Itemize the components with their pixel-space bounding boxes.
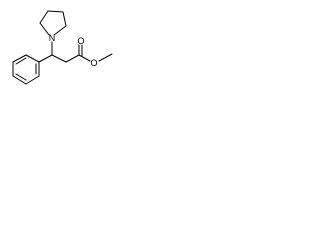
pyrrolidine-ring — [39, 10, 67, 36]
phenyl-bond-4 — [12, 75, 27, 85]
ring-bond-c4-c5 — [62, 11, 67, 27]
bond-ch2-carbonyl-carbon — [65, 54, 80, 63]
ester-oxygen-atom-label: O — [90, 58, 97, 68]
phenyl-double-bond-b — [15, 73, 27, 81]
phenyl-bond-2 — [12, 54, 27, 63]
phenyl-bond-5 — [25, 75, 40, 85]
ring-bond-c3-c4 — [47, 10, 64, 13]
bond-carbonyl-carbon-ester-oxygen — [78, 54, 91, 62]
phenyl-bond-1 — [25, 54, 40, 63]
phenyl-ring — [12, 54, 40, 85]
ring-bond-c5-n — [53, 25, 67, 36]
ring-bond-n-c2 — [39, 22, 50, 36]
chemical-structure-diagram: N O O — [12, 10, 113, 85]
bond-ester-oxygen-methyl — [98, 53, 113, 62]
bond-ch-phenyl — [38, 54, 53, 63]
ring-bond-c2-c3 — [39, 10, 49, 24]
bond-ch-ch2 — [51, 54, 67, 63]
carbonyl-oxygen-atom-label: O — [77, 36, 84, 46]
nitrogen-atom-label: N — [49, 33, 56, 43]
phenyl-double-bond-a — [15, 57, 27, 65]
